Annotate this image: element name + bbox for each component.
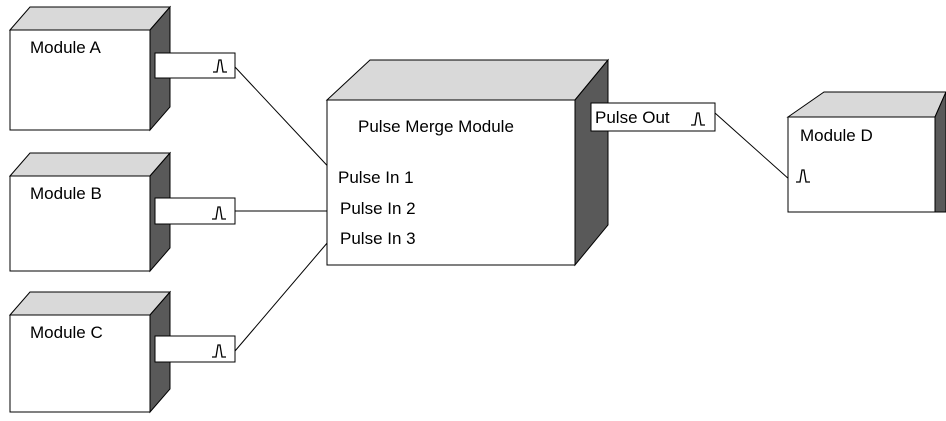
module-c[interactable]: Module C	[8, 290, 236, 414]
pulse-in-3-label: Pulse In 3	[340, 229, 416, 248]
module-a-label: Module A	[30, 38, 102, 57]
pulse-icon	[213, 59, 227, 73]
module-d[interactable]: Module D	[786, 91, 946, 213]
module-c-port[interactable]	[154, 335, 236, 363]
connector-c-to-in3	[234, 241, 329, 352]
connector-a-to-in1	[234, 66, 337, 176]
module-a-front-face	[9, 29, 151, 131]
pulse-icon	[212, 344, 226, 358]
pulse-icon	[212, 206, 226, 220]
module-a[interactable]: Module A	[8, 5, 236, 132]
connectors	[234, 66, 791, 352]
module-b-top-face	[8, 152, 172, 177]
pulse-icon	[796, 169, 810, 183]
connector-out-to-d	[714, 112, 791, 181]
pulse-out-port[interactable]: Pulse Out	[590, 102, 716, 132]
module-b-port[interactable]	[154, 197, 236, 225]
module-d-front-face	[787, 116, 936, 213]
module-d-label: Module D	[800, 126, 873, 145]
merge-top-face	[325, 59, 610, 101]
module-c-label: Module C	[30, 323, 103, 342]
merge-title: Pulse Merge Module	[358, 117, 514, 136]
module-b-label: Module B	[30, 184, 102, 203]
module-a-port[interactable]	[154, 52, 236, 79]
module-d-top-face	[786, 91, 946, 118]
merge-front-face	[326, 99, 576, 266]
pulse-icon	[691, 112, 705, 126]
module-a-top-face	[8, 6, 172, 31]
module-c-front-face	[9, 314, 151, 413]
module-c-top-face	[8, 291, 172, 316]
module-b-front-face	[9, 175, 151, 272]
pulse-out-label: Pulse Out	[595, 108, 670, 127]
pulse-in-1-label: Pulse In 1	[338, 168, 414, 187]
module-b[interactable]: Module B	[8, 151, 236, 273]
pulse-merge-module[interactable]: Pulse Merge Module Pulse In 1 Pulse In 2…	[325, 58, 610, 267]
pulse-in-2-label: Pulse In 2	[340, 199, 416, 218]
